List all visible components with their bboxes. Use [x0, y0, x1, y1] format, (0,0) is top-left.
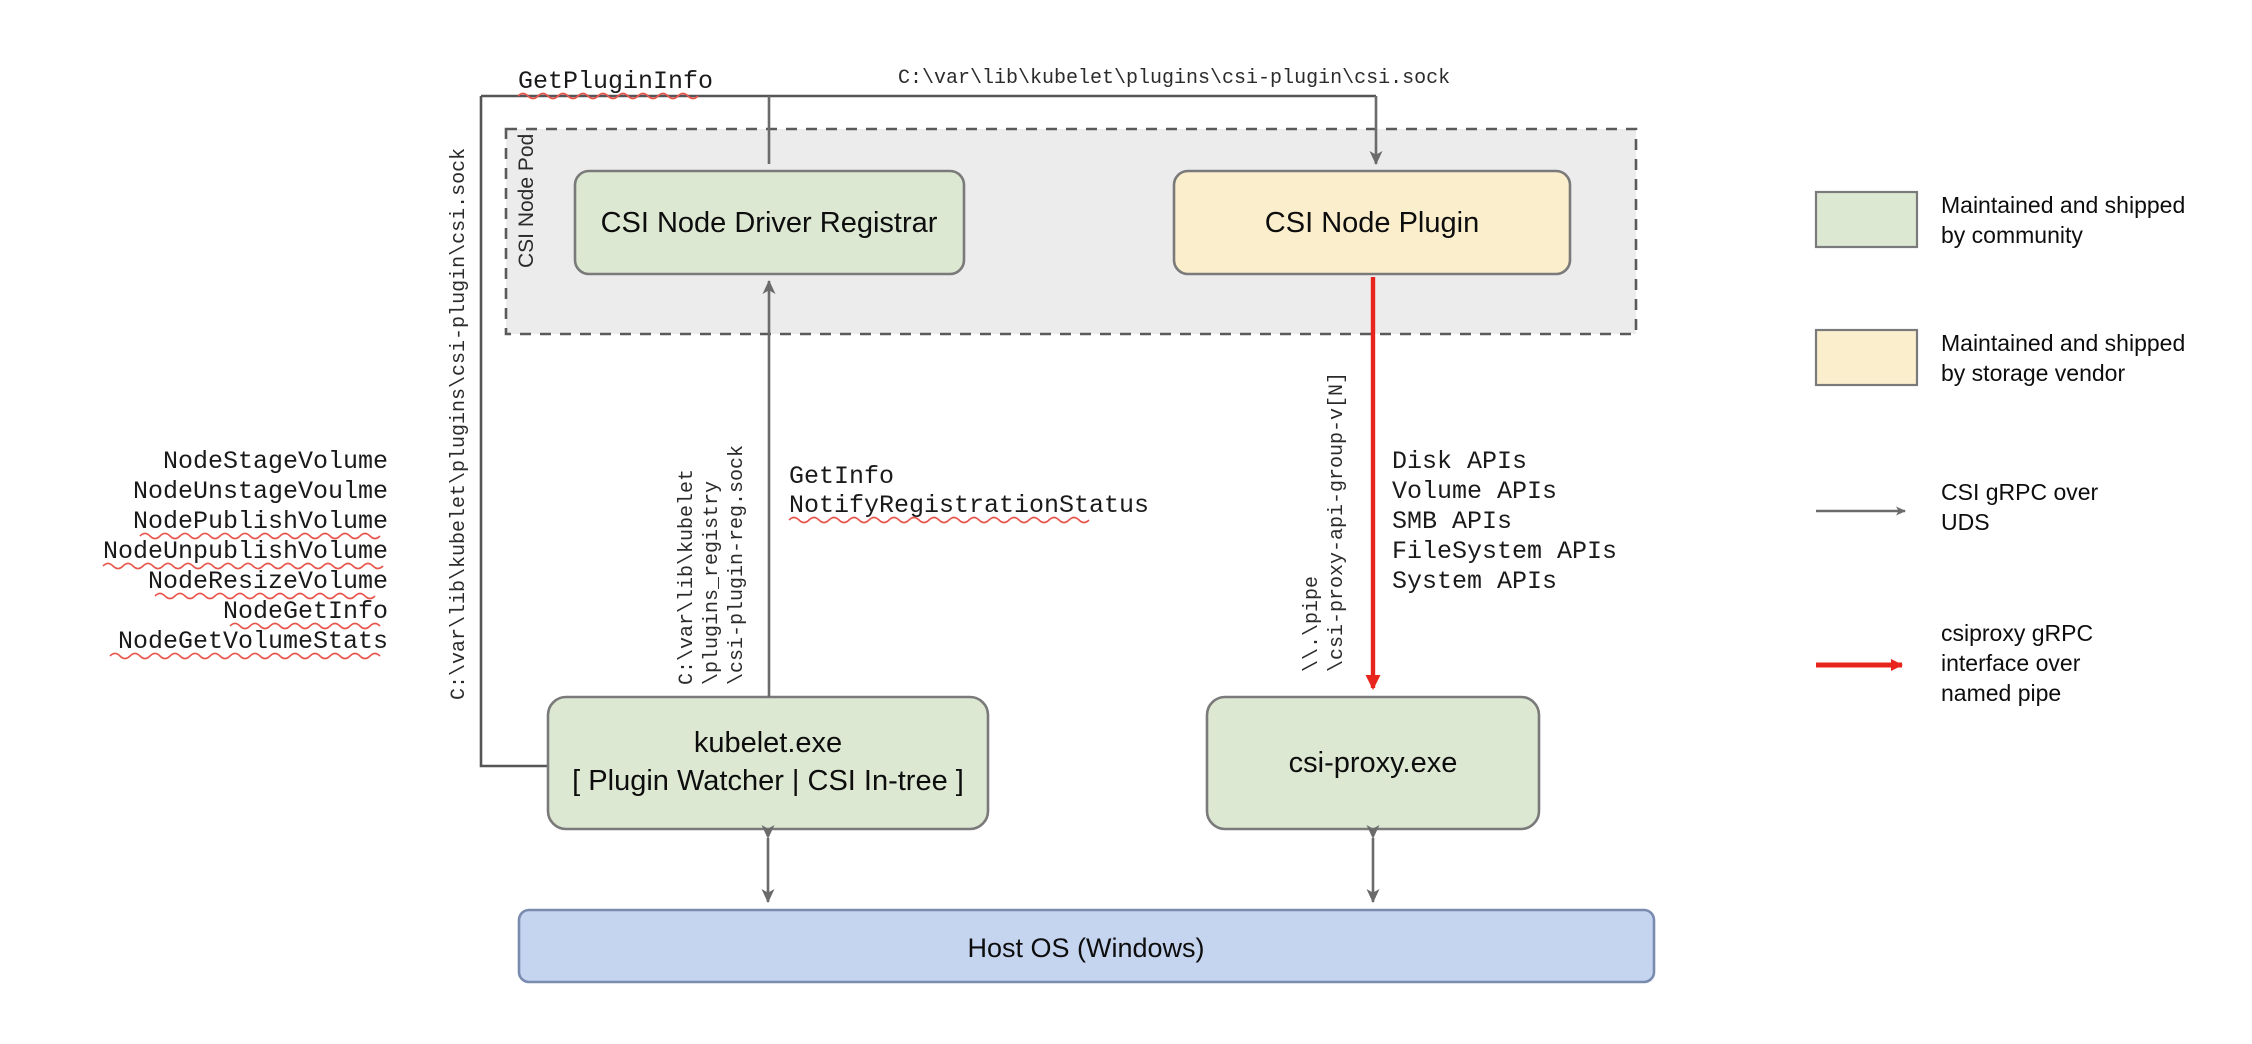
rpc-item-4: NodeResizeVolume: [148, 567, 388, 596]
legend-gray-arrow-line-1: CSI gRPC over: [1941, 479, 2099, 505]
legend-red-arrow-line-2: interface over: [1941, 650, 2081, 676]
label-get-info: GetInfo: [789, 462, 894, 491]
node-label-registrar: CSI Node Driver Registrar: [601, 207, 938, 239]
node-csi-node-plugin[interactable]: [1172, 169, 1572, 276]
label-csi-sock-top: C:\var\lib\kubelet\plugins\csi-plugin\cs…: [898, 67, 1450, 90]
label-registry-path-line-3: \csi-plugin-reg.sock: [726, 445, 749, 685]
squiggle-rpc-3: [102, 562, 384, 570]
legend-red-arrow-line-3: named pipe: [1941, 680, 2061, 706]
api-item-0: Disk APIs: [1392, 447, 1527, 476]
api-item-1: Volume APIs: [1392, 477, 1557, 506]
label-named-pipe-line-1: \\.\pipe: [1301, 576, 1324, 672]
label-named-pipe-line-2: \csi-proxy-api-group-v[N]: [1326, 372, 1349, 672]
node-label-kubelet-line2: [ Plugin Watcher | CSI In-tree ]: [572, 765, 964, 797]
legend-community-line-1: Maintained and shipped: [1941, 192, 2185, 218]
label-csi-sock-left-vertical: C:\var\lib\kubelet\plugins\csi-plugin\cs…: [448, 148, 471, 700]
node-csi-node-driver-registrar[interactable]: [573, 169, 966, 276]
legend-vendor-line-2: by storage vendor: [1941, 360, 2125, 386]
legend-gray-arrow-line-2: UDS: [1941, 509, 1990, 535]
squiggle-rpc-5: [229, 622, 381, 630]
node-label-host-os: Host OS (Windows): [967, 933, 1204, 963]
squiggle-notify-registration-status: [788, 516, 1090, 524]
legend-vendor-line-1: Maintained and shipped: [1941, 330, 2185, 356]
get-plugin-info-route-line: [479, 96, 548, 768]
api-item-2: SMB APIs: [1392, 507, 1512, 536]
legend-community-line-2: by community: [1941, 222, 2083, 248]
node-label-csi-proxy: csi-proxy.exe: [1289, 747, 1458, 779]
api-item-3: FileSystem APIs: [1392, 537, 1617, 566]
squiggle-rpc-2: [139, 532, 381, 540]
label-notify-registration-status: NotifyRegistrationStatus: [789, 491, 1149, 520]
rpc-item-0: NodeStageVolume: [163, 447, 388, 476]
rpc-item-6: NodeGetVolumeStats: [118, 627, 388, 656]
rpc-item-2: NodePublishVolume: [133, 507, 388, 536]
node-kubelet-exe[interactable]: [546, 695, 990, 831]
legend-swatch-community: [1814, 190, 1919, 249]
rpc-item-5: NodeGetInfo: [223, 597, 388, 626]
node-label-node-plugin: CSI Node Plugin: [1265, 207, 1479, 239]
csi-node-pod-label: CSI Node Pod: [515, 134, 538, 268]
csi-node-rpc-list: NodeStageVolume NodeUnstageVoulme NodePu…: [102, 447, 388, 660]
squiggle-rpc-4: [154, 592, 376, 600]
label-get-plugin-info: GetPluginInfo: [518, 67, 713, 96]
legend-swatch-vendor: [1814, 328, 1919, 387]
rpc-item-3: NodeUnpublishVolume: [103, 537, 388, 566]
node-label-kubelet-line1: kubelet.exe: [694, 727, 842, 759]
rpc-item-1: NodeUnstageVoulme: [133, 477, 388, 506]
label-registry-path-line-1: C:\var\lib\kubelet: [676, 469, 699, 685]
legend-red-arrow-line-1: csiproxy gRPC: [1941, 620, 2093, 646]
csi-proxy-api-list: Disk APIs Volume APIs SMB APIs FileSyste…: [1392, 447, 1617, 596]
node-host-os[interactable]: [517, 908, 1656, 984]
api-item-4: System APIs: [1392, 567, 1557, 596]
squiggle-rpc-6: [109, 652, 381, 660]
label-registry-path-line-2: \plugins_registry: [701, 481, 724, 685]
squiggle-get-plugin-info: [517, 92, 699, 100]
